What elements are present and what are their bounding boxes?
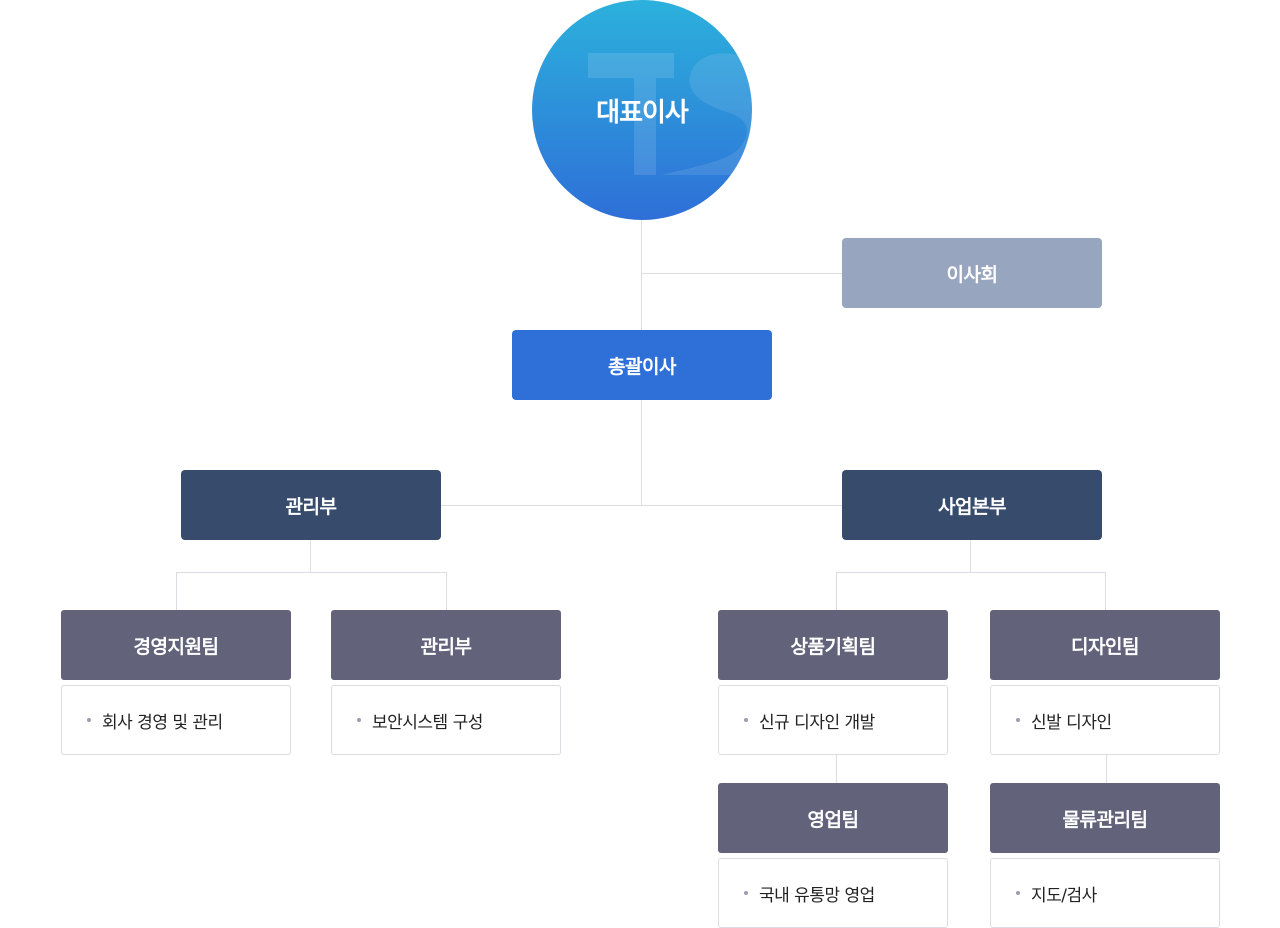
team-node-management-support: 경영지원팀 [61, 610, 291, 680]
bullet-icon [1016, 718, 1020, 722]
general-manager-node: 총괄이사 [512, 330, 772, 400]
team-description-sales: 국내 유통망 영업 [718, 858, 948, 928]
team-description-text: 회사 경영 및 관리 [102, 712, 223, 733]
connector-dept2-down [970, 540, 971, 572]
connector-team1-up [176, 572, 177, 610]
team-label: 관리부 [420, 635, 472, 658]
bullet-icon [744, 718, 748, 722]
connector-gm-to-depts [641, 400, 642, 506]
bullet-icon [744, 891, 748, 895]
team-description-text: 지도/검사 [1031, 885, 1097, 906]
connector-team3-up [836, 572, 837, 610]
bullet-icon [357, 718, 361, 722]
ceo-label: 대표이사 [596, 97, 689, 128]
board-node: 이사회 [842, 238, 1102, 308]
team-node-product-planning: 상품기획팀 [718, 610, 948, 680]
connector-dept2-branch [836, 572, 1106, 573]
board-label: 이사회 [946, 263, 998, 286]
department-node-management: 관리부 [181, 470, 441, 540]
ts-logo-watermark-icon [588, 53, 752, 175]
team-label: 영업팀 [807, 808, 859, 831]
connector-team4-to-team6 [1106, 755, 1107, 783]
team-description-text: 신규 디자인 개발 [759, 712, 875, 733]
team-description-management: 보안시스템 구성 [331, 685, 561, 755]
department-node-business: 사업본부 [842, 470, 1102, 540]
team-label: 물류관리팀 [1062, 808, 1148, 831]
connector-ceo-to-gm [641, 220, 642, 330]
team-label: 경영지원팀 [133, 635, 219, 658]
ceo-node: 대표이사 [532, 0, 752, 220]
general-manager-label: 총괄이사 [608, 355, 676, 378]
department-label: 사업본부 [938, 495, 1006, 518]
bullet-icon [1016, 891, 1020, 895]
department-label: 관리부 [285, 495, 337, 518]
team-description-text: 신발 디자인 [1031, 712, 1112, 733]
bullet-icon [87, 718, 91, 722]
team-node-sales: 영업팀 [718, 783, 948, 853]
team-description-logistics: 지도/검사 [990, 858, 1220, 928]
connector-dept1-down [310, 540, 311, 572]
connector-team2-up [446, 572, 447, 610]
connector-team4-up [1105, 572, 1106, 610]
team-label: 상품기획팀 [790, 635, 876, 658]
team-description-management-support: 회사 경영 및 관리 [61, 685, 291, 755]
team-description-text: 보안시스템 구성 [372, 712, 483, 733]
connector-team3-to-team5 [836, 755, 837, 783]
connector-dept-horizontal [441, 505, 842, 506]
team-description-product-planning: 신규 디자인 개발 [718, 685, 948, 755]
connector-to-board [641, 273, 842, 274]
team-description-text: 국내 유통망 영업 [759, 885, 875, 906]
connector-dept1-branch [176, 572, 447, 573]
team-node-design: 디자인팀 [990, 610, 1220, 680]
team-node-management: 관리부 [331, 610, 561, 680]
team-label: 디자인팀 [1071, 635, 1139, 658]
team-node-logistics: 물류관리팀 [990, 783, 1220, 853]
team-description-design: 신발 디자인 [990, 685, 1220, 755]
